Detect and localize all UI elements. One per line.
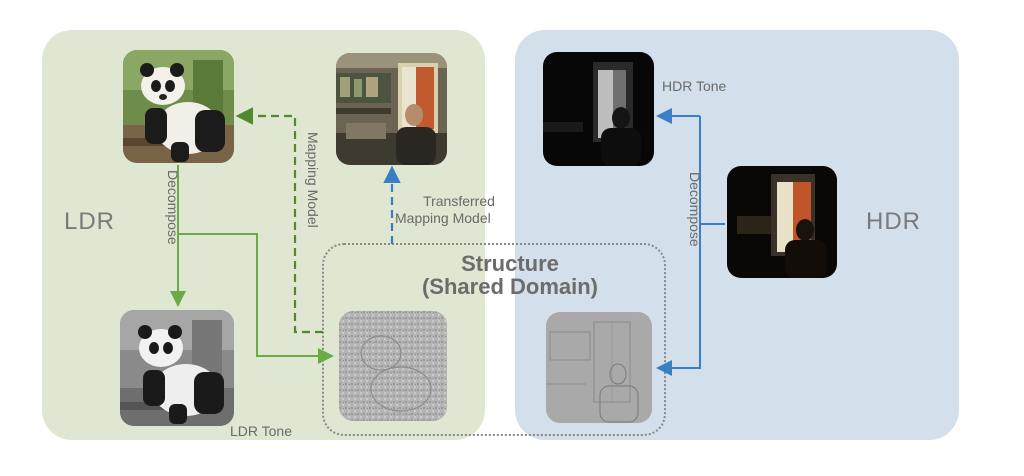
hdr-tone-image — [543, 52, 654, 166]
structure-title-line1: Structure — [461, 251, 559, 276]
panda-gray-graphic — [120, 310, 234, 426]
hdr-window-image — [727, 166, 837, 278]
mapping-model-arrow — [235, 107, 323, 334]
decompose-left-label: Decompose — [165, 170, 181, 245]
mapping-model-label: Mapping Model — [305, 132, 321, 228]
panda-color-image — [123, 50, 234, 163]
transferred-mapping-line2: Mapping Model — [395, 210, 491, 226]
ldr-panel-label: LDR — [64, 208, 116, 235]
room-person-graphic — [336, 53, 447, 165]
ldr-tone-label: LDR Tone — [230, 423, 293, 439]
ldr-decompose-structure-arrow — [178, 233, 334, 364]
ldr-decompose-arrows — [170, 165, 334, 364]
structure-title: Structure (Shared Domain) — [405, 252, 615, 298]
hdr-window-graphic — [727, 166, 837, 278]
room-person-image — [336, 53, 447, 165]
hdr-tone-label: HDR Tone — [662, 78, 727, 94]
hdr-structure-image — [546, 312, 652, 423]
hdr-structure-graphic — [546, 312, 652, 423]
ldr-structure-image — [339, 311, 447, 421]
ldr-structure-graphic — [339, 311, 447, 421]
transferred-line1: Transferred — [423, 193, 495, 209]
hdr-decompose-arrows — [656, 108, 725, 376]
transferred-mapping-label: Transferred — [414, 193, 504, 210]
hdr-panel-label: HDR — [866, 208, 921, 235]
decompose-right-label: Decompose — [687, 172, 703, 247]
hdr-decompose-structure-arrow — [656, 116, 701, 376]
hdr-tone-graphic — [543, 52, 654, 166]
panda-gray-image — [120, 310, 234, 426]
structure-title-line2: (Shared Domain) — [421, 274, 599, 299]
shared-domain-box — [322, 243, 666, 436]
panda-color-graphic — [123, 50, 234, 163]
